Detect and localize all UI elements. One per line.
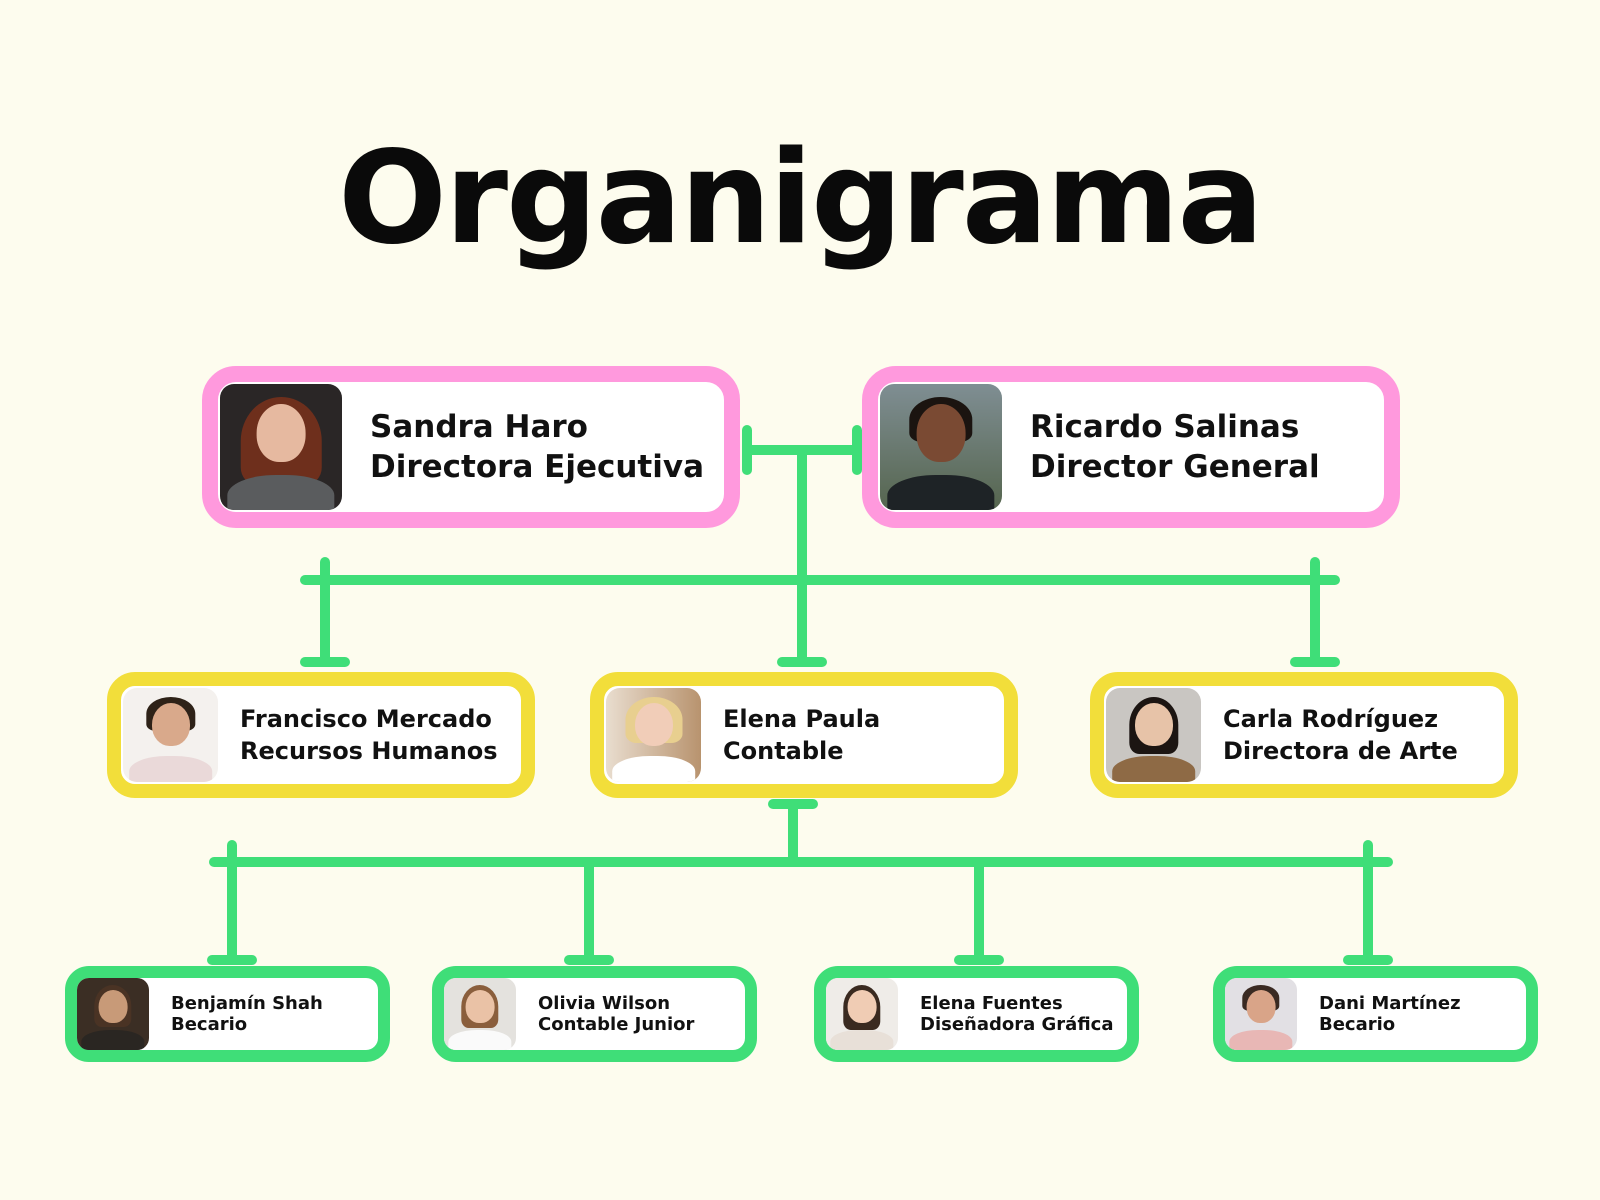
person-role: Directora de Arte — [1223, 737, 1458, 765]
avatar — [1106, 688, 1201, 782]
avatar — [444, 978, 516, 1050]
avatar — [880, 384, 1002, 510]
staff-card-4[interactable]: Dani Martínez Becario — [1213, 966, 1538, 1062]
person-name: Francisco Mercado — [240, 705, 492, 733]
avatar — [220, 384, 342, 510]
avatar — [826, 978, 898, 1050]
avatar — [1225, 978, 1297, 1050]
person-role: Becario — [1319, 1014, 1396, 1035]
person-name: Benjamín Shah — [171, 993, 323, 1014]
person-name: Olivia Wilson — [538, 993, 671, 1014]
manager-card-2[interactable]: Elena Paula Contable — [590, 672, 1018, 798]
staff-card-2[interactable]: Olivia Wilson Contable Junior — [432, 966, 757, 1062]
avatar — [123, 688, 218, 782]
person-name: Ricardo Salinas — [1030, 409, 1300, 445]
person-role: Becario — [171, 1014, 248, 1035]
person-role: Director General — [1030, 449, 1320, 485]
avatar — [77, 978, 149, 1050]
avatar — [606, 688, 701, 782]
staff-card-3[interactable]: Elena Fuentes Diseñadora Gráfica — [814, 966, 1139, 1062]
person-name: Carla Rodríguez — [1223, 705, 1439, 733]
person-role: Diseñadora Gráfica — [920, 1014, 1114, 1035]
page-title: Organigrama — [338, 124, 1264, 273]
person-name: Elena Paula — [723, 705, 881, 733]
manager-card-3[interactable]: Carla Rodríguez Directora de Arte — [1090, 672, 1518, 798]
manager-card-1[interactable]: Francisco Mercado Recursos Humanos — [107, 672, 535, 798]
person-name: Dani Martínez — [1319, 993, 1461, 1014]
person-role: Recursos Humanos — [240, 737, 498, 765]
person-role: Directora Ejecutiva — [370, 449, 705, 485]
staff-card-1[interactable]: Benjamín Shah Becario — [65, 966, 390, 1062]
executive-card-2[interactable]: Ricardo Salinas Director General — [862, 366, 1400, 528]
person-name: Sandra Haro — [370, 409, 588, 445]
person-role: Contable — [723, 737, 844, 765]
person-name: Elena Fuentes — [920, 993, 1063, 1014]
executive-card-1[interactable]: Sandra Haro Directora Ejecutiva — [202, 366, 740, 528]
person-role: Contable Junior — [538, 1014, 695, 1035]
